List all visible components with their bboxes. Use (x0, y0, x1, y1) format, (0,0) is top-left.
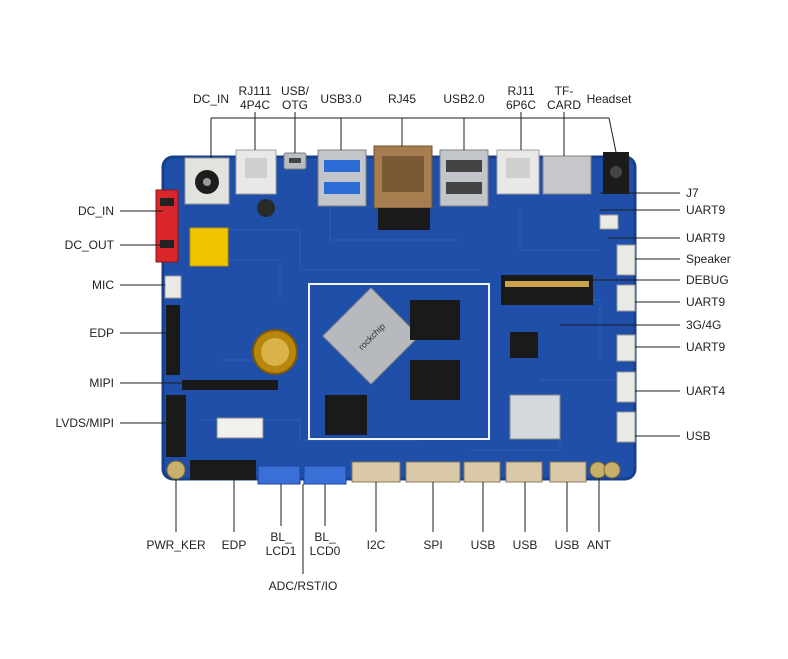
right-label: J7 (686, 186, 699, 200)
bl-lcd1-connector (257, 465, 301, 485)
spi-connector (405, 461, 461, 483)
usb-bottom-connector-1 (463, 461, 501, 483)
i2c-connector (351, 461, 401, 483)
bottom-label: BL_LCD0 (309, 530, 341, 558)
wifi-module (509, 394, 561, 440)
ram-chip-2 (410, 360, 460, 400)
pwr-key (166, 460, 186, 480)
usb-bottom-connector-3 (549, 461, 587, 483)
usb3-port (317, 149, 367, 207)
top-label: TF-CARD (546, 84, 581, 112)
right-label: UART9 (686, 203, 726, 217)
top-label: Headset (586, 92, 632, 106)
top-label: USB2.0 (443, 92, 485, 106)
right-label: UART9 (686, 340, 726, 354)
bottom-label: BL_LCD1 (265, 530, 297, 558)
pmic-chip (510, 332, 538, 358)
right-label: USB (686, 429, 711, 443)
bottom-label: EDP (221, 538, 247, 552)
right-label: UART4 (686, 384, 726, 398)
top-leader (608, 117, 617, 153)
mic-connector (164, 275, 182, 299)
rj45-transformer (378, 208, 430, 230)
bottom-label: USB (512, 538, 538, 552)
bottom-label: ANT (587, 538, 611, 552)
uart9-connector-b (616, 334, 636, 362)
bl-lcd0-connector (303, 465, 347, 485)
right-label: DEBUG (686, 273, 729, 287)
bottom-label: USB (470, 538, 496, 552)
usb2-port (439, 149, 489, 207)
left-label: EDP (89, 326, 114, 340)
right-label: UART9 (686, 295, 726, 309)
mipi-fpc (182, 380, 278, 390)
top-label: DC_IN (192, 92, 229, 106)
speaker-connector (616, 244, 636, 276)
left-label: MIPI (89, 376, 114, 390)
emmc-chip (325, 395, 367, 435)
ram-chip-1 (410, 300, 460, 340)
left-label: DC_IN (77, 204, 114, 218)
boot-switch (216, 417, 264, 439)
left-label: MIC (92, 278, 114, 292)
top-connectors (184, 145, 629, 230)
right-label: 3G/4G (686, 318, 722, 332)
edp-bottom-header (190, 460, 256, 480)
edp-header (166, 305, 180, 375)
left-parts (155, 189, 298, 480)
top-label: USB/OTG (280, 84, 309, 112)
lvds-header (166, 395, 186, 457)
yellow-capacitor (189, 227, 229, 267)
top-label: RJ45 (387, 92, 416, 106)
bottom-connectors (190, 460, 621, 485)
soc-area: rockchip (308, 283, 561, 440)
right-label: Speaker (686, 252, 731, 266)
bottom-label: USB (554, 538, 580, 552)
leader-lines (120, 112, 680, 574)
tf-card-slot (542, 155, 592, 195)
bottom-label: SPI (423, 538, 443, 552)
top-label: USB3.0 (320, 92, 362, 106)
right-label: UART9 (686, 231, 726, 245)
adc-rst-io-label: ADC/RST/IO (268, 579, 338, 593)
soc-outline (308, 283, 490, 440)
left-label: LVDS/MIPI (55, 416, 114, 430)
bottom-label: PWR_KER (146, 538, 206, 552)
right-connectors (599, 214, 636, 443)
uart9-top-connector (599, 214, 619, 230)
left-label: DC_OUT (64, 238, 114, 252)
uart9-connector-a (616, 284, 636, 312)
bottom-label: I2C (366, 538, 386, 552)
minipcie-slot (501, 275, 593, 305)
soc-chip (322, 287, 420, 385)
usb-bottom-connector-2 (505, 461, 543, 483)
inductor (257, 199, 275, 217)
uart4-connector (616, 371, 636, 403)
usb-right-connector (616, 411, 636, 443)
